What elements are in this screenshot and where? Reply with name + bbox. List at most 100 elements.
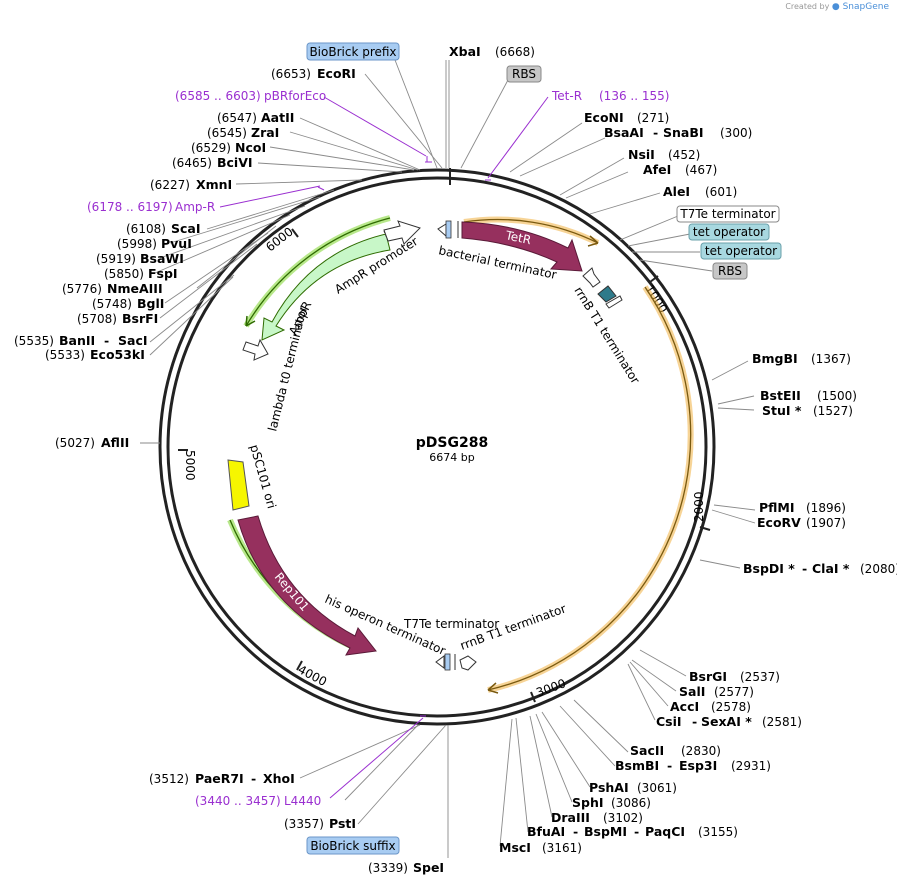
biobrick-suffix-box[interactable]: BioBrick suffix <box>306 836 400 855</box>
feature-ampr[interactable]: AmpR <box>261 233 391 341</box>
svg-text:-: - <box>251 771 256 786</box>
site-amp-r-primer[interactable]: (6178 .. 6197) Amp-R <box>87 200 215 214</box>
svg-text:(271): (271) <box>637 111 669 125</box>
site-bsrfi[interactable]: (5708) BsrFI <box>77 311 158 326</box>
site-sphi[interactable]: SphI (3086) <box>572 795 651 810</box>
tet-operator-2-box[interactable]: tet operator <box>700 242 782 260</box>
rbs-right-box[interactable]: RBS <box>712 262 748 280</box>
svg-text:(3155): (3155) <box>698 825 738 839</box>
svg-text:BciVI: BciVI <box>217 155 253 170</box>
svg-text:SphI: SphI <box>572 795 604 810</box>
tet-operator-1-box[interactable]: tet operator <box>688 223 770 241</box>
leader-lines <box>140 59 756 858</box>
svg-text:BfuAI: BfuAI <box>527 824 565 839</box>
svg-text:-: - <box>634 824 639 839</box>
snapgene-credit: Created by ● SnapGene <box>785 2 889 12</box>
feature-tetr[interactable]: TetR <box>461 221 583 272</box>
svg-text:-: - <box>104 333 109 348</box>
site-ecori[interactable]: (6653) EcoRI <box>271 66 356 81</box>
site-bsawi[interactable]: (5919) BsaWI <box>96 251 184 266</box>
site-xbai[interactable]: XbaI (6668) <box>449 44 535 59</box>
site-bcivi[interactable]: (6465) BciVI <box>172 155 253 170</box>
svg-text:NmeAIII: NmeAIII <box>107 281 163 296</box>
snapgene-logo: ● SnapGene <box>831 2 889 12</box>
site-pbrforeco[interactable]: (6585 .. 6603) pBRforEco <box>175 89 326 103</box>
svg-text:XhoI: XhoI <box>263 771 295 786</box>
site-bsrgi[interactable]: BsrGI (2537) <box>689 669 780 684</box>
svg-text:AleI: AleI <box>663 184 690 199</box>
site-eco53ki[interactable]: (5533) Eco53kI <box>45 347 145 362</box>
biobrick-prefix-box[interactable]: BioBrick prefix <box>306 42 400 61</box>
site-psti[interactable]: (3357) PstI <box>284 816 356 831</box>
site-pflmi[interactable]: PflMI (1896) <box>759 500 846 515</box>
svg-text:BsrFI: BsrFI <box>122 311 158 326</box>
site-tet-r-primer[interactable]: Tet-R (136 .. 155) <box>551 89 669 103</box>
svg-text:ZraI: ZraI <box>251 125 279 140</box>
site-pshai[interactable]: PshAI (3061) <box>589 780 677 795</box>
svg-text:(2931): (2931) <box>731 759 771 773</box>
t7te-top-box[interactable]: T7Te terminator <box>676 205 780 223</box>
site-stui[interactable]: StuI * (1527) <box>762 403 853 418</box>
site-banii-saci[interactable]: (5535) BanII - SacI <box>14 333 148 348</box>
svg-text:(1367): (1367) <box>811 352 851 366</box>
site-csii-sexai[interactable]: CsiI - SexAI * (2581) <box>656 714 802 729</box>
svg-text:(5850): (5850) <box>104 267 144 281</box>
rbs-top-box[interactable]: RBS <box>506 65 542 83</box>
site-bmgbi[interactable]: BmgBI (1367) <box>752 351 851 366</box>
feature-psc101-ori[interactable]: pSC101 ori <box>227 443 279 511</box>
site-bgli[interactable]: (5748) BglI <box>92 296 164 311</box>
site-bsaai-snabi[interactable]: BsaAI - SnaBI (300) <box>604 125 752 140</box>
svg-text:(2577): (2577) <box>714 685 754 699</box>
site-bsteii[interactable]: BstEII (1500) <box>760 388 857 403</box>
svg-text:(5027): (5027) <box>55 436 95 450</box>
svg-text:EcoRI: EcoRI <box>317 66 356 81</box>
site-bsmbi-esp3i[interactable]: BsmBI - Esp3I (2931) <box>615 758 771 773</box>
site-sacii[interactable]: SacII (2830) <box>630 743 721 758</box>
site-xmni[interactable]: (6227) XmnI <box>150 177 232 192</box>
svg-text:AfeI: AfeI <box>643 162 671 177</box>
svg-text:NcoI: NcoI <box>235 140 266 155</box>
svg-text:PflMI: PflMI <box>759 500 795 515</box>
site-l4440[interactable]: (3440 .. 3457) L4440 <box>195 794 321 808</box>
rbs-right-label: RBS <box>718 264 742 278</box>
feature-rrnb-t1-top[interactable]: rrnB T1 terminator <box>571 267 643 386</box>
svg-text:StuI *: StuI * <box>762 403 802 418</box>
site-zrai[interactable]: (6545) ZraI <box>207 125 279 140</box>
site-nmeaiii[interactable]: (5776) NmeAIII <box>62 281 163 296</box>
site-bfuai-bspmi-paqci[interactable]: BfuAI - BspMI - PaqCI (3155) <box>527 824 738 839</box>
svg-text:BspDI *: BspDI * <box>743 561 795 576</box>
site-nsii[interactable]: NsiI (452) <box>628 147 700 162</box>
svg-text:(5919): (5919) <box>96 252 136 266</box>
svg-text:AccI: AccI <box>670 699 699 714</box>
backbone <box>158 168 716 726</box>
svg-text:(3357): (3357) <box>284 817 324 831</box>
site-afei[interactable]: AfeI (467) <box>643 162 717 177</box>
svg-text:(452): (452) <box>668 148 700 162</box>
site-aflii[interactable]: (5027) AflII <box>55 435 129 450</box>
svg-text:(6653): (6653) <box>271 67 311 81</box>
site-paer7i-xhoi[interactable]: (3512) PaeR7I - XhoI <box>149 771 295 786</box>
site-ncoi[interactable]: (6529) NcoI <box>191 140 266 155</box>
site-acci[interactable]: AccI (2578) <box>670 699 751 714</box>
site-pvui[interactable]: (5998) PvuI <box>117 236 192 251</box>
site-bspdi-clai[interactable]: BspDI * - ClaI * (2080) <box>743 561 897 576</box>
site-alei[interactable]: AleI (601) <box>663 184 737 199</box>
site-ecorv[interactable]: EcoRV (1907) <box>757 515 846 530</box>
biobrick-prefix-label: BioBrick prefix <box>309 45 396 59</box>
site-econi[interactable]: EcoNI (271) <box>584 110 669 125</box>
rbs-top-label: RBS <box>512 67 536 81</box>
site-msci[interactable]: MscI (3161) <box>499 840 582 855</box>
psc101-label: pSC101 ori <box>247 443 279 510</box>
site-aatii[interactable]: (6547) AatII <box>217 110 294 125</box>
site-fspi[interactable]: (5850) FspI <box>104 266 178 281</box>
svg-text:CsiI: CsiI <box>656 714 682 729</box>
svg-text:BsaAI: BsaAI <box>604 125 644 140</box>
feature-rep101[interactable]: Rep101 <box>237 515 377 656</box>
site-spei[interactable]: (3339) SpeI <box>368 860 444 875</box>
site-scai[interactable]: (6108) ScaI <box>126 221 201 236</box>
svg-text:BmgBI: BmgBI <box>752 351 798 366</box>
site-sali[interactable]: SalI (2577) <box>679 684 754 699</box>
site-draiii[interactable]: DraIII (3102) <box>551 810 643 825</box>
tet-operator-1-label: tet operator <box>693 225 765 239</box>
t7te-bottom-label: T7Te terminator <box>403 617 499 631</box>
